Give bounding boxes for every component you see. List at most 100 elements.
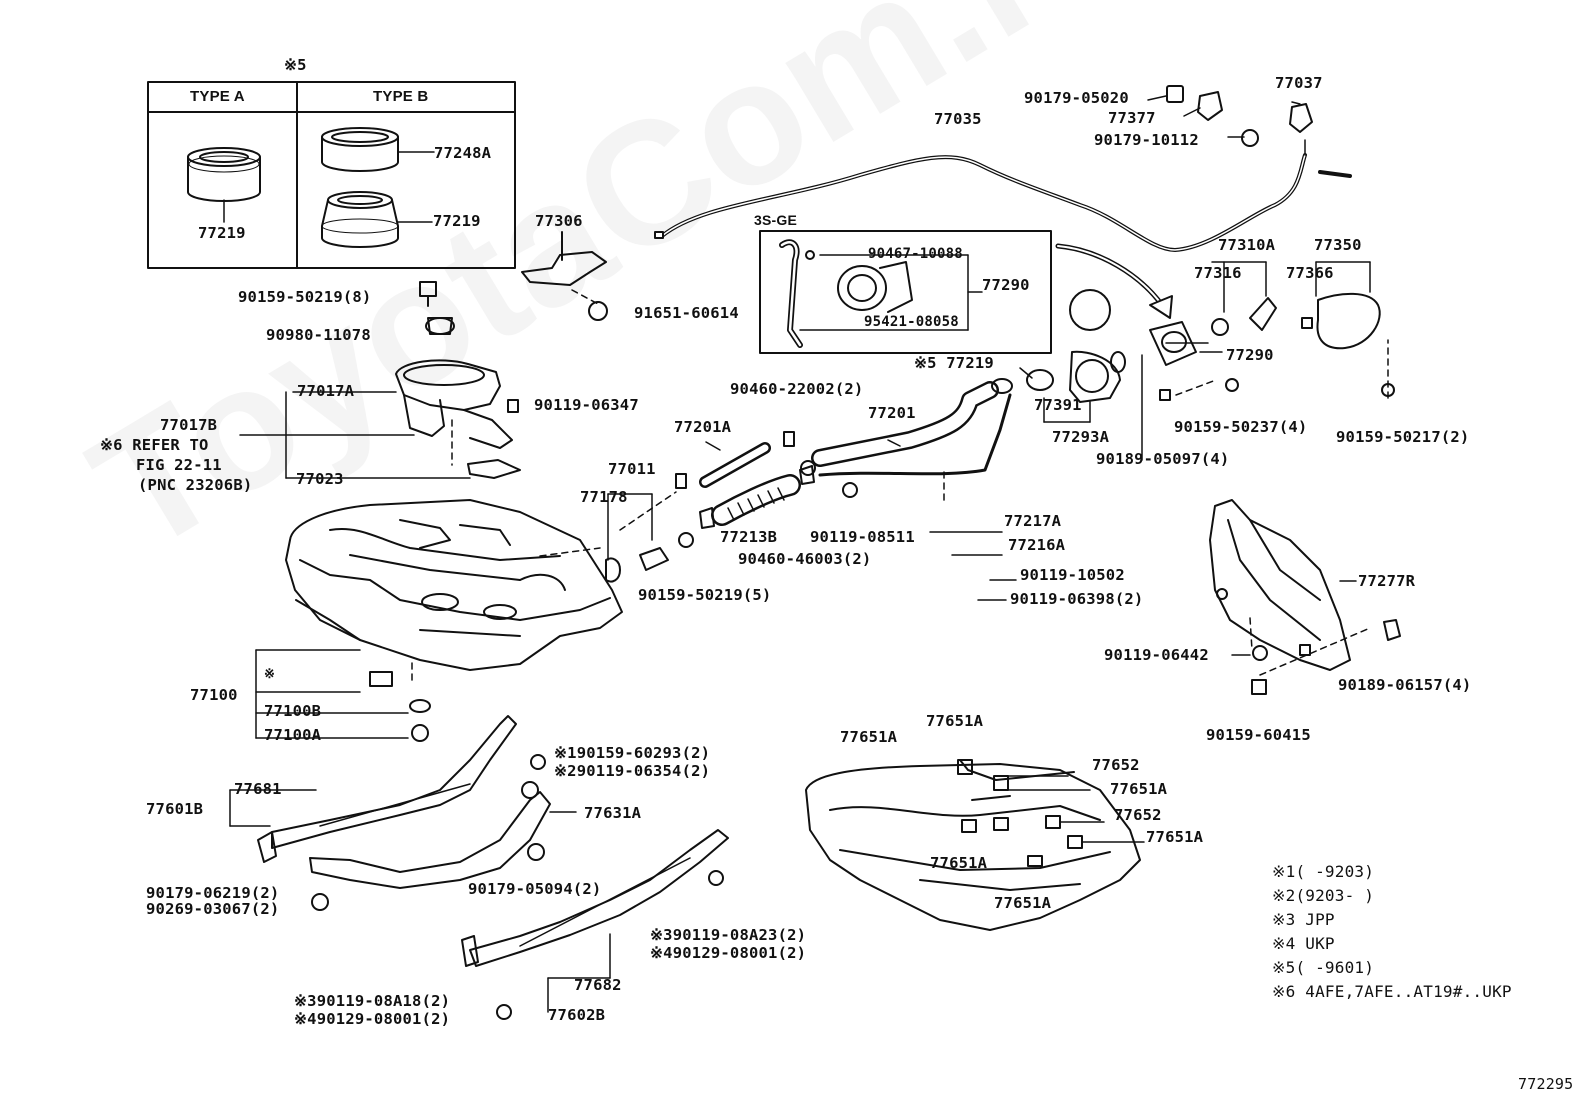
part-label: 90119-06347 xyxy=(534,396,639,414)
part-label: 77306 xyxy=(535,212,583,230)
seal-type-a-shape xyxy=(187,147,261,202)
part-label: 77651A xyxy=(1146,828,1204,846)
part-label: 90119-06398(2) xyxy=(1010,590,1144,608)
inset-type-table xyxy=(147,81,516,269)
part-label: ※290119-06354(2) xyxy=(554,762,711,780)
variant-box-3sge xyxy=(759,230,1052,354)
part-label: 77216A xyxy=(1008,536,1066,554)
part-label: 77201A xyxy=(674,418,732,436)
part-label: ※390119-08A18(2) xyxy=(294,992,451,1010)
part-label: 90467-10088 xyxy=(868,246,963,262)
refer-note-line3: (PNC 23206B) xyxy=(138,476,253,494)
part-label: 77316 xyxy=(1194,264,1242,282)
part-label: 90189-06157(4) xyxy=(1338,676,1472,694)
part-label: 90269-03067(2) xyxy=(146,900,280,918)
part-label: 90189-05097(4) xyxy=(1096,450,1230,468)
part-label: 90159-50237(4) xyxy=(1174,418,1308,436)
part-label: 77277R xyxy=(1358,572,1416,590)
part-label: ※5 77219 xyxy=(914,354,994,372)
part-label: 90159-60415 xyxy=(1206,726,1311,744)
part-label: ※390119-08A23(2) xyxy=(650,926,807,944)
part-label: 77366 xyxy=(1286,264,1334,282)
clip-shapes-top xyxy=(1166,85,1313,147)
part-label: 77100B xyxy=(264,702,322,720)
part-label: 90179-05020 xyxy=(1024,89,1129,107)
part-label: 77017B xyxy=(160,416,218,434)
footnote: ※6 4AFE,7AFE..AT19#..UKP xyxy=(1272,982,1512,1001)
assembly-arrow-shape xyxy=(1055,243,1173,319)
fuel-tank-77100-shape xyxy=(285,499,623,742)
part-label: 77217A xyxy=(1004,512,1062,530)
part-label: 77035 xyxy=(934,110,982,128)
leader-lines xyxy=(229,95,1371,1013)
footnotes: ※1( -9203) ※2(9203- ) ※3 JPP ※4 UKP ※5( … xyxy=(1272,863,1512,1007)
heat-insulator-77277r-shape xyxy=(1209,499,1401,695)
hose-77213b-shape xyxy=(711,474,801,526)
part-label: 90179-06219(2) xyxy=(146,884,280,902)
part-label: 77037 xyxy=(1275,74,1323,92)
footnote: ※4 UKP xyxy=(1272,934,1335,953)
fuel-pump-assembly-shape xyxy=(395,359,521,479)
part-label: 77651A xyxy=(840,728,898,746)
part-label: 91651-60614 xyxy=(634,304,739,322)
part-label: 77681 xyxy=(234,780,282,798)
footnote: ※2(9203- ) xyxy=(1272,886,1375,905)
part-label: 90460-22002(2) xyxy=(730,380,864,398)
part-label: 77310A xyxy=(1218,236,1276,254)
type-b-header: TYPE B xyxy=(373,88,429,105)
part-label: 90119-10502 xyxy=(1020,566,1125,584)
part-label: 90119-06442 xyxy=(1104,646,1209,664)
footnote: ※3 JPP xyxy=(1272,910,1335,929)
seal-type-b-lower-shape xyxy=(321,191,399,248)
part-label: 77290 xyxy=(1226,346,1274,364)
strap-77602b-shape xyxy=(461,829,729,1020)
page-code: 772295 xyxy=(1518,1075,1574,1093)
part-label: 77100 xyxy=(190,686,238,704)
part-label: 77219 xyxy=(198,224,246,242)
dashed-guides xyxy=(411,289,1389,681)
part-label: 77601B xyxy=(146,800,204,818)
part-label: 77248A xyxy=(434,144,492,162)
part-label: 90460-46003(2) xyxy=(738,550,872,568)
part-label: 77651A xyxy=(926,712,984,730)
filler-pipe-shape xyxy=(800,378,1013,477)
part-label: 77350 xyxy=(1314,236,1362,254)
type-a-header: TYPE A xyxy=(190,88,245,105)
part-label: 77652 xyxy=(1092,756,1140,774)
part-label: ※190159-60293(2) xyxy=(554,744,711,762)
strap-77631a-shape xyxy=(309,754,551,911)
strap-77601b-shape xyxy=(257,715,517,863)
refer-note-line1: ※6 REFER TO xyxy=(100,436,209,454)
part-label: ※490129-08001(2) xyxy=(294,1010,451,1028)
variant-box-title: 3S-GE xyxy=(754,212,798,228)
part-label: 77201 xyxy=(868,404,916,422)
bracket-77306-shape xyxy=(521,231,608,321)
part-label: 77219 xyxy=(433,212,481,230)
inset-mark: ※5 xyxy=(284,56,307,74)
part-label: 90159-50219(8) xyxy=(238,288,372,306)
part-label: 90179-05094(2) xyxy=(468,880,602,898)
part-label: 77651A xyxy=(1110,780,1168,798)
footnote: ※1( -9203) xyxy=(1272,862,1375,881)
part-label: 77377 xyxy=(1108,109,1156,127)
lower-tank-shape xyxy=(805,759,1145,931)
part-label: ※ xyxy=(264,667,276,682)
part-label: 77391 xyxy=(1034,396,1082,414)
part-label: 77213B xyxy=(720,528,778,546)
part-label: 77011 xyxy=(608,460,656,478)
part-label: 77682 xyxy=(574,976,622,994)
part-label: 95421-08058 xyxy=(864,314,959,330)
bolt-shapes-left xyxy=(419,281,455,335)
hose-77201a-shape xyxy=(675,431,795,489)
part-label: ※490129-08001(2) xyxy=(650,944,807,962)
part-label: 77293A xyxy=(1052,428,1110,446)
part-label: 90119-08511 xyxy=(810,528,915,546)
part-label: 77023 xyxy=(296,470,344,488)
part-label: 77178 xyxy=(580,488,628,506)
clamp-shapes xyxy=(605,465,858,583)
fuel-lid-cable-shape xyxy=(654,139,1352,252)
part-label: 90159-50217(2) xyxy=(1336,428,1470,446)
part-label: 77651A xyxy=(930,854,988,872)
